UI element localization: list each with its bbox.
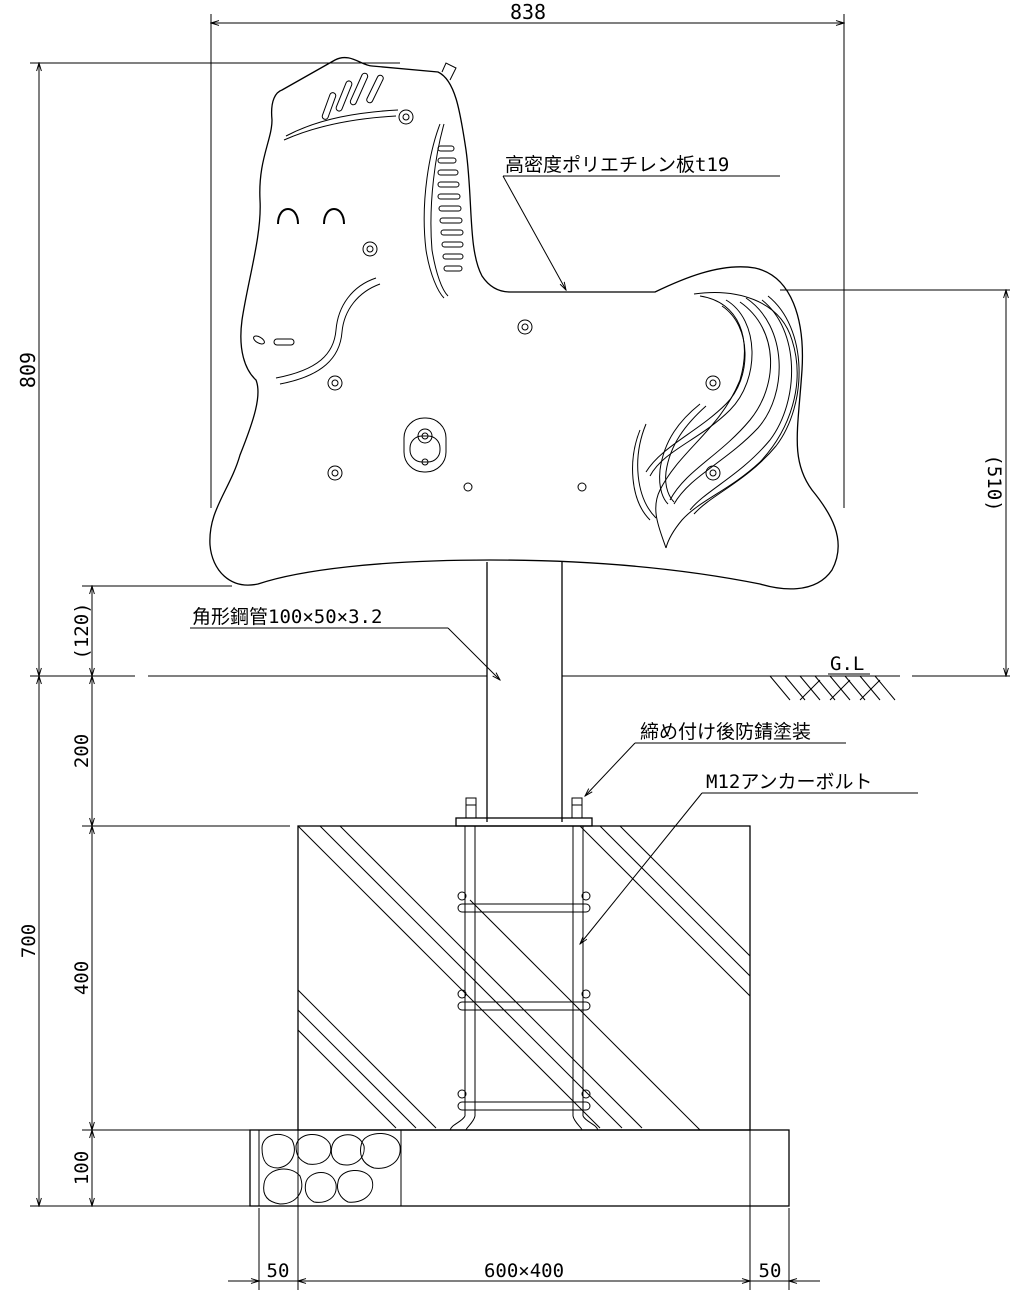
base-plate [455, 817, 593, 827]
brow-curve-2 [283, 115, 397, 141]
ground-line [30, 675, 1010, 701]
concrete-footing [82, 825, 751, 1131]
brow-curve [285, 109, 399, 137]
forelock-slots [321, 72, 384, 120]
dimension-lines [30, 14, 1010, 1290]
dim-margin-left: 50 [267, 1260, 290, 1282]
dim-foundation-total: 700 [18, 924, 40, 958]
nostril-right [273, 338, 295, 346]
nostril-left [253, 335, 265, 345]
ear-tip [441, 62, 457, 81]
horse-outline [209, 56, 839, 590]
left-eye [277, 208, 299, 225]
dim-seat-height: (510) [983, 454, 1005, 511]
dim-total-width: 838 [510, 0, 546, 24]
jaw-curve [275, 277, 377, 379]
steel-post [486, 562, 563, 822]
label-board: 高密度ポリエチレン板t19 [505, 154, 729, 176]
right-eye [323, 208, 345, 225]
label-anchor: M12アンカーボルト [706, 771, 873, 793]
anchor-bolts [449, 797, 599, 1131]
mane-slots [437, 145, 464, 272]
dim-total-height: 809 [16, 352, 40, 388]
label-pipe: 角形鋼管100×50×3.2 [192, 606, 382, 628]
mane-outer-curve [423, 123, 445, 299]
dimension-labels: 838 809 (510) (120) 700 200 400 100 50 6… [16, 0, 1005, 1282]
callouts: 高密度ポリエチレン板t19 角形鋼管100×50×3.2 G.L 締め付け後防錆… [190, 154, 918, 944]
dim-clearance: (120) [71, 602, 93, 659]
label-coating: 締め付け後防錆塗装 [640, 720, 811, 743]
handle-icon [403, 417, 447, 473]
horse-board [209, 56, 839, 590]
dim-above-footing: 200 [71, 734, 93, 768]
gravel-base [249, 1129, 790, 1207]
tail-slots [632, 292, 800, 549]
bolt-holes [327, 109, 721, 492]
label-ground-level: G.L [830, 653, 864, 675]
dim-margin-right: 50 [759, 1260, 782, 1282]
dim-footing-depth: 400 [71, 961, 93, 995]
dim-footing-size: 600×400 [484, 1260, 564, 1282]
dim-gravel-depth: 100 [71, 1151, 93, 1185]
